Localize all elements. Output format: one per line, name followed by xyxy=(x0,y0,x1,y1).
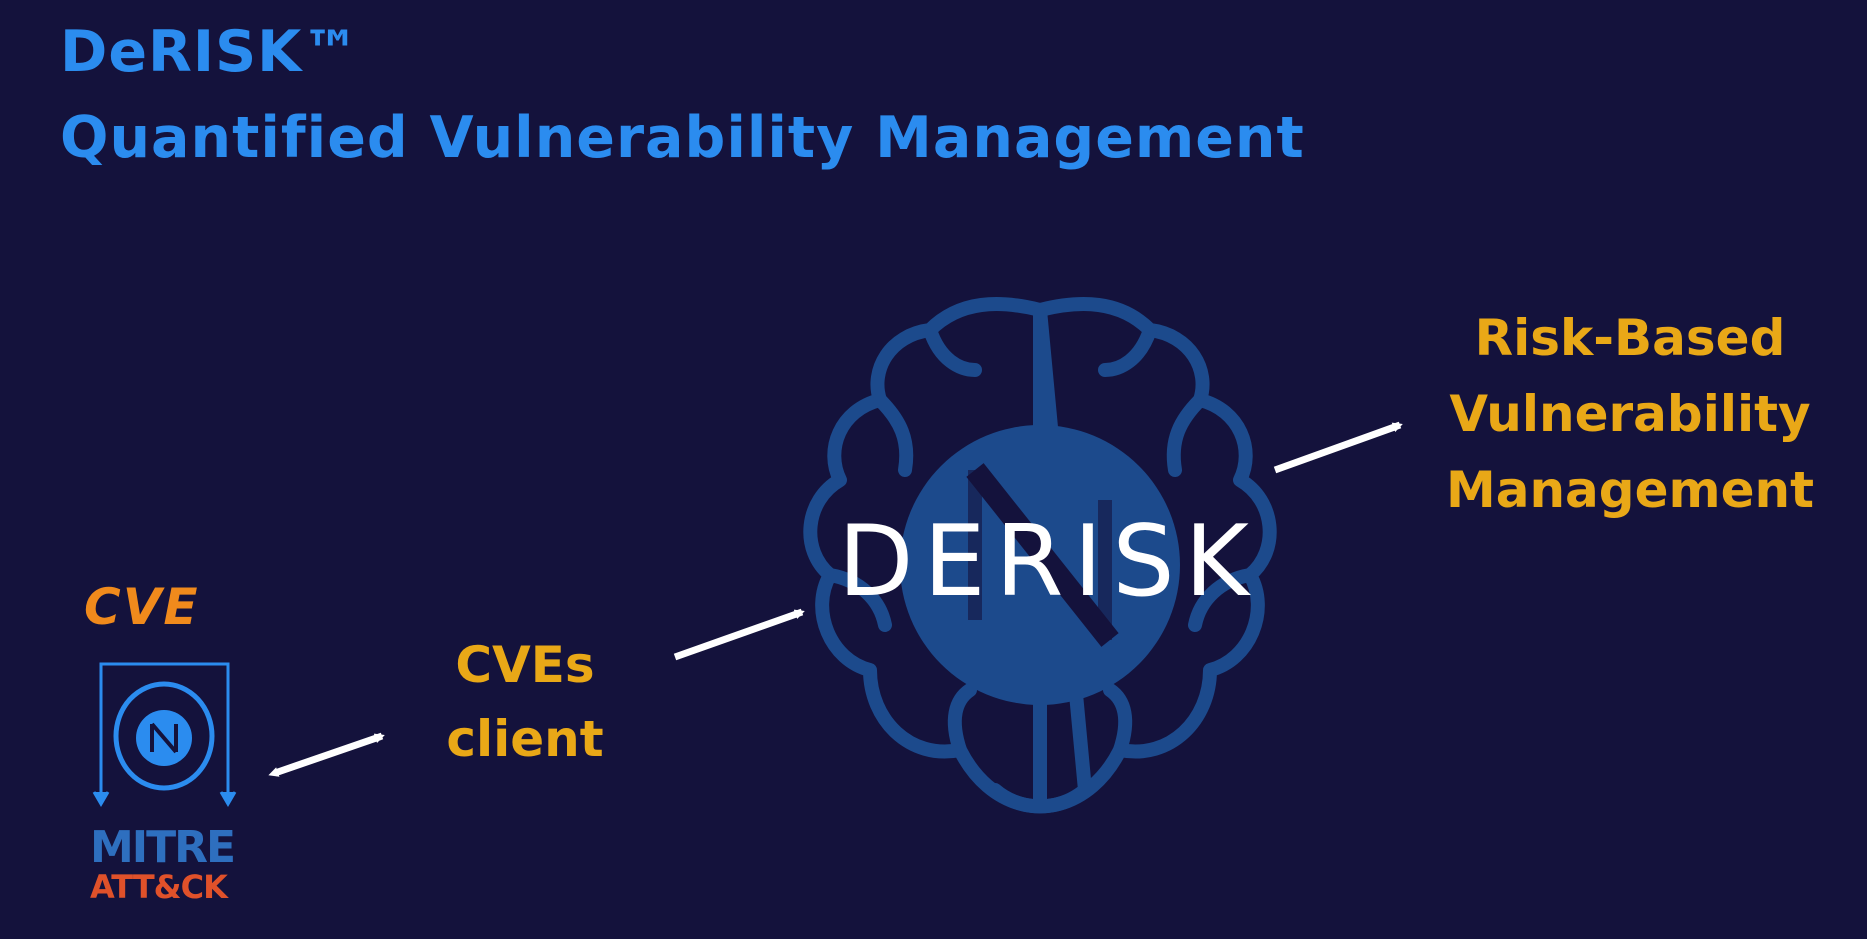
input-label-line: client xyxy=(446,710,604,768)
input-label: CVEs client xyxy=(400,628,650,776)
mitre-logo-line1: MITRE xyxy=(90,822,236,873)
mitre-attack-logo: MITRE ATT&CK xyxy=(90,822,250,906)
title-line-1: DeRISK™ xyxy=(60,19,361,85)
source-bracket xyxy=(92,662,237,807)
arrow-to-output xyxy=(1273,421,1403,474)
mini-brain-icon xyxy=(113,681,215,791)
input-label-line: CVEs xyxy=(455,636,595,694)
page-title: DeRISK™ Quantified Vulnerability Managem… xyxy=(60,14,1305,186)
title-line-2: Quantified Vulnerability Management xyxy=(60,105,1305,171)
arrow-bidirectional xyxy=(268,732,385,777)
cve-logo: CVE xyxy=(84,578,200,636)
n-mark-diagonal xyxy=(966,463,1119,647)
output-label: Risk-Based Vulnerability Management xyxy=(1400,300,1860,528)
output-label-line: Risk-Based xyxy=(1474,309,1786,367)
mitre-logo-line2: ATT&CK xyxy=(90,868,228,906)
n-mark-verticals xyxy=(968,470,1112,640)
arrow-to-logo xyxy=(673,608,805,661)
output-label-line: Vulnerability xyxy=(1449,385,1811,443)
derisk-logo-text: DERISK xyxy=(838,505,1259,619)
output-label-line: Management xyxy=(1445,461,1815,519)
